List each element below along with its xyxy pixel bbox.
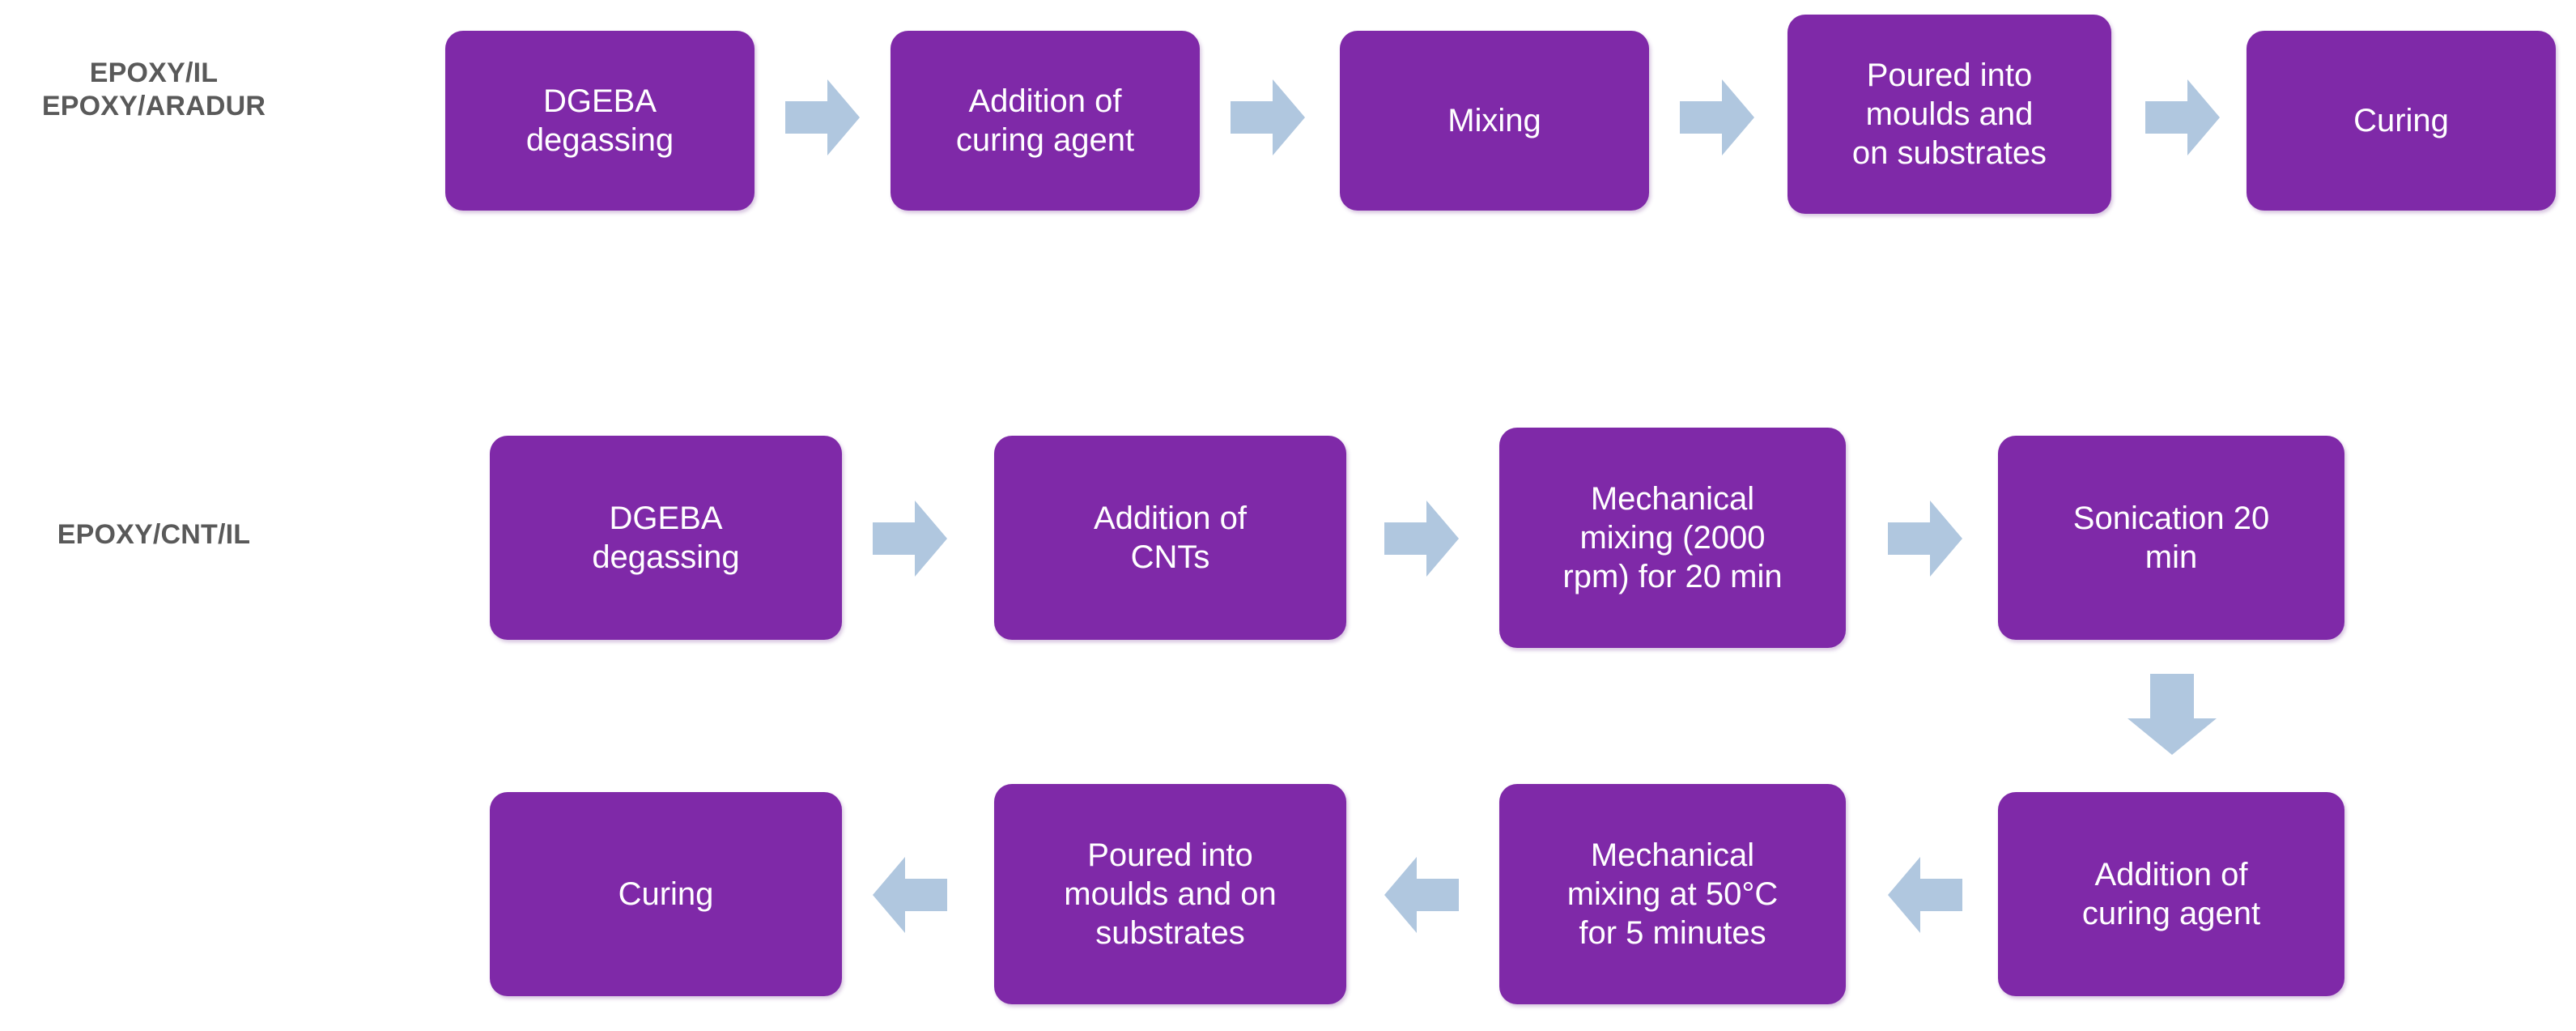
arrow-left-icon-r3a3 [873,857,947,933]
arrow-right-icon-r1a3 [1680,79,1754,156]
arrow-left-icon-r3a2 [1384,857,1459,933]
arrow-right-icon-r2a1 [873,501,947,577]
process-box-label: Addition of curing agent [955,83,1135,158]
process-box-dgeba-degassing-r2[interactable]: DGEBA degassing [490,436,842,640]
arrow-right-icon-r1a2 [1231,79,1305,156]
process-box-poured-into-moulds-r3[interactable]: Poured into moulds and on substrates [994,784,1346,1004]
process-box-mechanical-mixing-2000rpm-r2[interactable]: Mechanical mixing (2000 rpm) for 20 min [1499,428,1846,648]
process-box-label: Poured into moulds and on substrates [1064,837,1277,951]
arrow-down-icon-r2a4 [2128,674,2217,755]
process-box-label: DGEBA degassing [525,83,674,158]
process-box-dgeba-degassing-r1[interactable]: DGEBA degassing [445,31,755,211]
process-box-mechanical-mixing-50c-r3[interactable]: Mechanical mixing at 50°C for 5 minutes [1499,784,1846,1004]
process-box-addition-curing-agent-r1[interactable]: Addition of curing agent [891,31,1200,211]
process-box-addition-cnts-r2[interactable]: Addition of CNTs [994,436,1346,640]
process-box-mixing-r1[interactable]: Mixing [1340,31,1649,211]
process-box-label: Sonication 20 min [2072,501,2270,575]
process-box-label: Mechanical mixing (2000 rpm) for 20 min [1562,481,1783,594]
process-box-label: Addition of CNTs [1093,501,1248,575]
arrow-right-icon-r2a2 [1384,501,1459,577]
arrow-left-icon-r3a1 [1888,857,1962,933]
process-box-curing-r3[interactable]: Curing [490,792,842,996]
process-box-label: Curing [2353,103,2449,138]
process-box-curing-r1[interactable]: Curing [2247,31,2556,211]
process-box-label: DGEBA degassing [592,501,740,575]
process-box-label: Curing [618,876,714,912]
row-label-epoxy-cnt-il: EPOXY/CNT/IL [57,519,251,550]
arrow-right-icon-r1a4 [2145,79,2220,156]
arrow-right-icon-r2a3 [1888,501,1962,577]
process-box-poured-into-moulds-r1[interactable]: Poured into moulds and on substrates [1787,15,2111,214]
process-box-sonication-r2[interactable]: Sonication 20 min [1998,436,2344,640]
process-box-addition-curing-agent-r3[interactable]: Addition of curing agent [1998,792,2344,996]
arrow-right-icon-r1a1 [785,79,860,156]
process-box-label: Mechanical mixing at 50°C for 5 minutes [1566,837,1779,951]
row-label-epoxy-il-aradur: EPOXY/IL EPOXY/ARADUR [41,58,266,122]
process-box-label: Poured into moulds and on substrates [1851,58,2047,171]
process-box-label: Addition of curing agent [2081,857,2261,931]
process-box-label: Mixing [1447,103,1541,138]
